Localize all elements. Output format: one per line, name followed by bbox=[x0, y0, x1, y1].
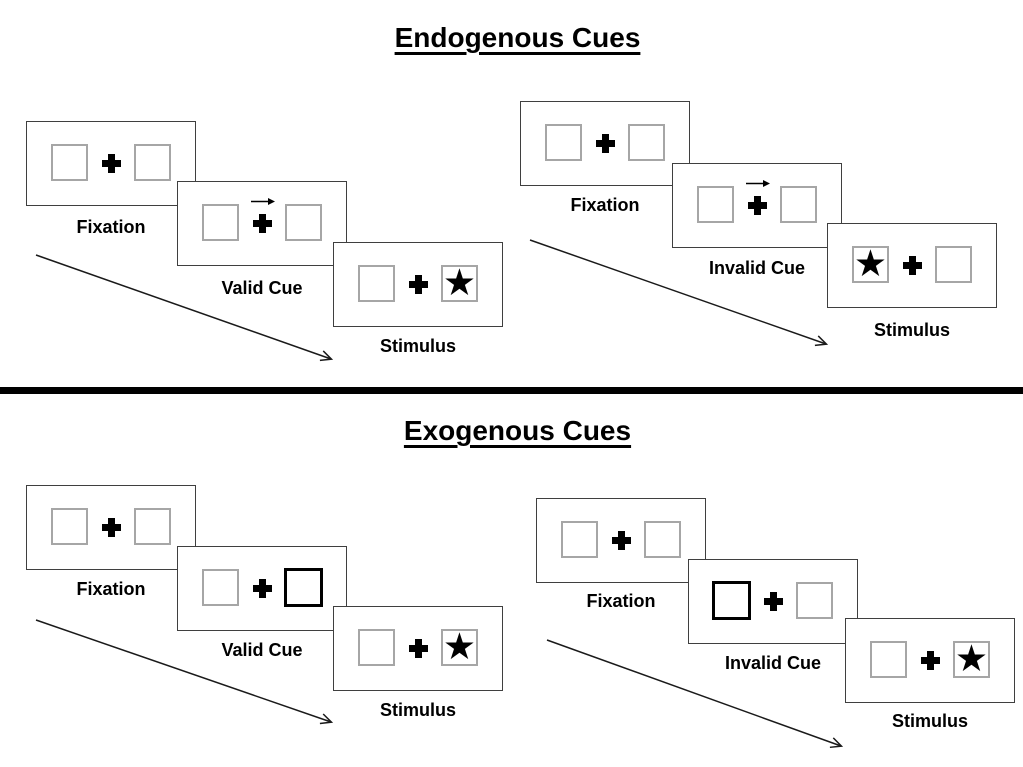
panel-label: Fixation bbox=[76, 579, 146, 599]
placeholder-box-left bbox=[358, 629, 395, 666]
placeholder-box-right bbox=[780, 186, 817, 223]
fixation-cross-icon bbox=[764, 592, 783, 611]
fixation-cross-icon bbox=[748, 196, 767, 215]
star-icon: ★ bbox=[853, 243, 888, 284]
star-icon: ★ bbox=[442, 626, 477, 667]
panel-stimulus: ★ bbox=[333, 242, 503, 327]
fixation-cross-icon bbox=[409, 639, 428, 658]
placeholder-box-left bbox=[870, 641, 907, 678]
panel-label: Fixation bbox=[570, 195, 640, 215]
section-divider bbox=[0, 387, 1023, 394]
timeline-arrow-exogenous-valid bbox=[35, 619, 334, 725]
panel-label: Stimulus bbox=[379, 336, 456, 356]
panel-fixation bbox=[26, 121, 196, 206]
star-box: ★ bbox=[852, 243, 889, 284]
placeholder-box-right bbox=[134, 508, 171, 545]
star-box: ★ bbox=[441, 626, 478, 667]
panel-label: Stimulus bbox=[891, 711, 968, 731]
placeholder-box-right bbox=[628, 124, 665, 161]
star-box: ★ bbox=[953, 638, 990, 679]
panel-label: Stimulus bbox=[379, 700, 456, 720]
panel-invalid-cue bbox=[688, 559, 858, 644]
section-title-endogenous: Endogenous Cues bbox=[394, 22, 641, 53]
placeholder-box-right bbox=[644, 521, 681, 558]
panel-label: Stimulus bbox=[873, 320, 950, 340]
fixation-cross-icon bbox=[102, 518, 121, 537]
panel-fixation bbox=[520, 101, 690, 186]
fixation-cross-icon bbox=[253, 214, 272, 233]
placeholder-box-left bbox=[51, 508, 88, 545]
placeholder-box-left bbox=[202, 569, 239, 606]
placeholder-box-left bbox=[561, 521, 598, 558]
star-icon: ★ bbox=[442, 262, 477, 303]
fixation-cross-icon bbox=[612, 531, 631, 550]
panel-label: Fixation bbox=[586, 591, 656, 611]
fixation-cross-icon bbox=[596, 134, 615, 153]
fixation-cross-icon bbox=[903, 256, 922, 275]
panel-fixation bbox=[26, 485, 196, 570]
right-arrow-icon bbox=[746, 180, 770, 187]
cue-highlight-box bbox=[712, 581, 751, 620]
timeline-arrow-exogenous-invalid bbox=[546, 639, 844, 749]
panel-label: Fixation bbox=[76, 217, 146, 237]
fixation-cross-icon bbox=[409, 275, 428, 294]
panel-label: Valid Cue bbox=[221, 278, 303, 298]
fixation-cross-icon bbox=[253, 579, 272, 598]
timeline-arrow-endogenous-invalid bbox=[529, 239, 829, 347]
placeholder-box-right bbox=[935, 246, 972, 283]
placeholder-box-left bbox=[358, 265, 395, 302]
placeholder-box-right bbox=[796, 582, 833, 619]
panel-stimulus: ★ bbox=[845, 618, 1015, 703]
fixation-cross-icon bbox=[921, 651, 940, 670]
placeholder-box-left bbox=[202, 204, 239, 241]
panel-fixation bbox=[536, 498, 706, 583]
panel-valid-cue bbox=[177, 546, 347, 631]
placeholder-box-left bbox=[51, 144, 88, 181]
star-box: ★ bbox=[441, 262, 478, 303]
placeholder-box-right bbox=[134, 144, 171, 181]
cue-highlight-box bbox=[284, 568, 323, 607]
star-icon: ★ bbox=[954, 638, 989, 679]
panel-label: Valid Cue bbox=[221, 640, 303, 660]
fixation-cross-icon bbox=[102, 154, 121, 173]
panel-valid-cue bbox=[177, 181, 347, 266]
placeholder-box-left bbox=[697, 186, 734, 223]
panel-stimulus: ★ bbox=[827, 223, 997, 308]
placeholder-box-right bbox=[285, 204, 322, 241]
panel-label: Invalid Cue bbox=[708, 258, 806, 278]
timeline-arrow-endogenous-valid bbox=[35, 254, 334, 362]
panel-invalid-cue bbox=[672, 163, 842, 248]
placeholder-box-left bbox=[545, 124, 582, 161]
panel-label: Invalid Cue bbox=[724, 653, 822, 673]
panel-stimulus: ★ bbox=[333, 606, 503, 691]
right-arrow-icon bbox=[251, 198, 275, 205]
section-title-exogenous: Exogenous Cues bbox=[403, 415, 632, 446]
